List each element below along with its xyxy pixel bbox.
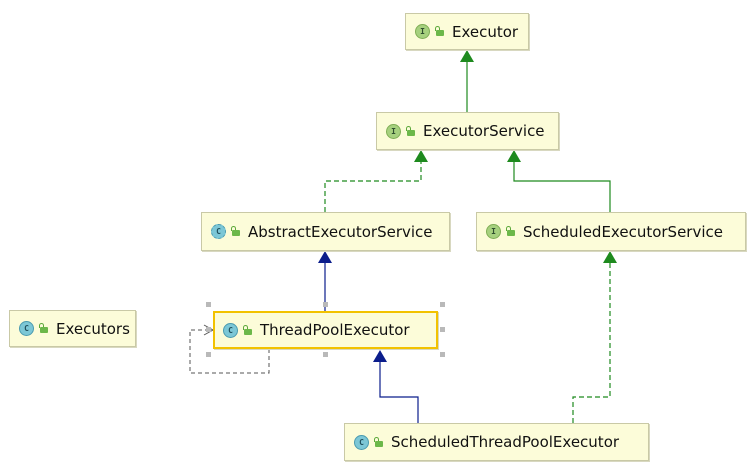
node-thread-pool-executor-label: ThreadPoolExecutor	[260, 321, 410, 339]
node-executors-label: Executors	[56, 319, 130, 338]
interface-badge-icon: I	[386, 123, 401, 139]
resize-handle-right[interactable]	[440, 327, 445, 332]
public-lock-icon	[374, 436, 383, 448]
edge-scheduledthreadpoolexecutor-implements-scheduledexecutorservice	[572, 263, 611, 423]
node-executor-label: Executor	[452, 22, 519, 41]
abstract-class-badge-icon: C	[211, 224, 226, 239]
edge-scheduledthreadpoolexecutor-extends-threadpoolexecutor	[379, 362, 419, 423]
node-scheduled-executor-service-label: ScheduledExecutorService	[523, 222, 723, 241]
arrowhead-executor	[460, 50, 474, 62]
resize-handle-top-right[interactable]	[440, 302, 445, 307]
edge-threadpoolexecutor-self-dependency	[189, 329, 270, 374]
public-lock-icon	[39, 323, 48, 334]
edge-abstractexecutorservice-implements-executorservice	[324, 162, 422, 212]
public-lock-icon	[506, 226, 515, 237]
node-executor-service-label: ExecutorService	[423, 122, 545, 140]
resize-handle-bottom-left[interactable]	[206, 352, 211, 357]
node-executor-service[interactable]: I ExecutorService	[376, 112, 559, 150]
class-badge-icon: C	[223, 322, 238, 338]
resize-handle-bottom-right[interactable]	[440, 352, 445, 357]
public-lock-icon	[231, 226, 240, 237]
node-abstract-executor-service-label: AbstractExecutorService	[248, 222, 433, 241]
arrowhead-scheduledexecutorservice	[603, 251, 617, 263]
arrowhead-threadpoolexecutor	[373, 350, 387, 362]
node-thread-pool-executor[interactable]: C ThreadPoolExecutor	[213, 311, 438, 349]
interface-badge-icon: I	[415, 24, 430, 39]
node-scheduled-thread-pool-executor-label: ScheduledThreadPoolExecutor	[391, 433, 620, 451]
node-executor[interactable]: I Executor	[405, 13, 529, 50]
arrowhead-abstractexecutorservice	[318, 251, 332, 263]
edge-scheduledexecutorservice-extends-executorservice	[513, 162, 611, 212]
resize-handle-left[interactable]	[206, 327, 211, 332]
class-badge-icon: C	[354, 434, 369, 450]
public-lock-icon	[406, 125, 415, 137]
class-badge-icon: C	[19, 321, 34, 336]
node-scheduled-thread-pool-executor[interactable]: C ScheduledThreadPoolExecutor	[344, 423, 649, 461]
interface-badge-icon: I	[486, 224, 501, 239]
node-executors[interactable]: C Executors	[9, 310, 136, 347]
node-scheduled-executor-service[interactable]: I ScheduledExecutorService	[476, 212, 746, 251]
resize-handle-top-left[interactable]	[206, 302, 211, 307]
node-abstract-executor-service[interactable]: C AbstractExecutorService	[201, 212, 450, 251]
public-lock-icon	[435, 26, 444, 37]
arrowhead-executorservice-right	[507, 150, 521, 162]
resize-handle-bottom[interactable]	[323, 352, 328, 357]
arrowhead-executorservice-left	[414, 150, 428, 162]
resize-handle-top[interactable]	[323, 302, 328, 307]
public-lock-icon	[243, 324, 252, 336]
